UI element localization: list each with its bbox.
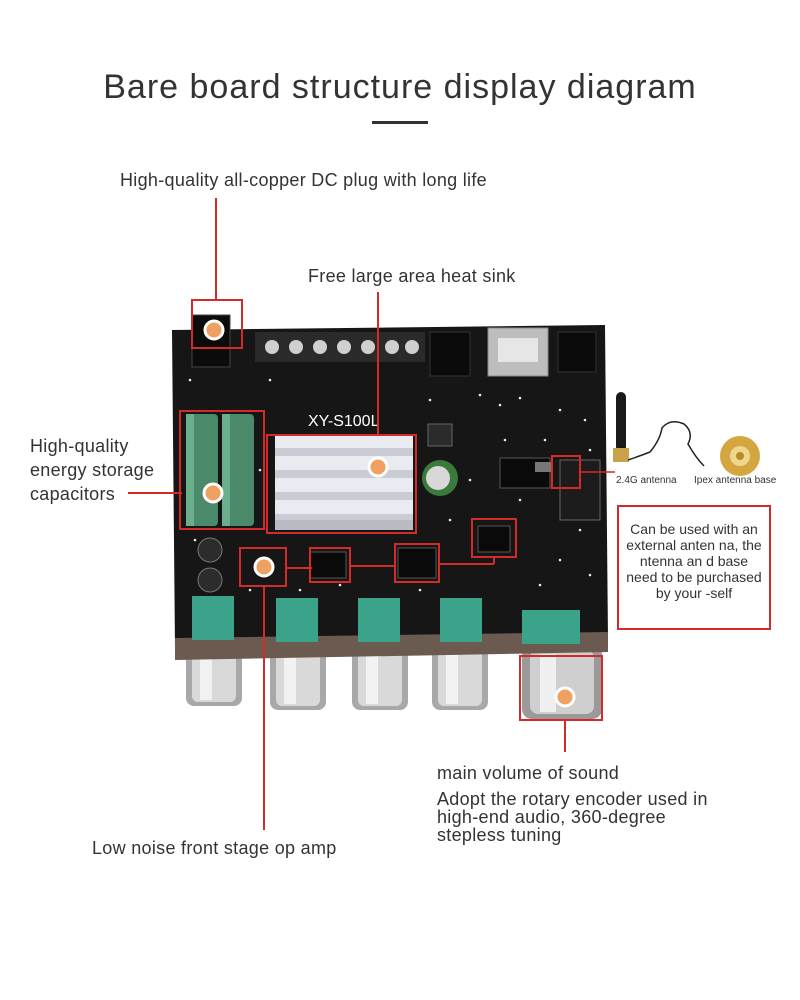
knobs bbox=[186, 640, 602, 719]
volume-desc-label: Adopt the rotary encoder used in high-en… bbox=[437, 789, 708, 845]
volume-title-label: main volume of sound bbox=[437, 763, 620, 783]
heat-sink bbox=[275, 434, 413, 530]
capacitor-box bbox=[179, 410, 265, 530]
antenna-note: Can be used with an external anten na, t… bbox=[617, 505, 771, 630]
markers bbox=[202, 319, 576, 708]
volume-knob-box bbox=[519, 655, 603, 721]
antenna-caption: 2.4G antenna bbox=[616, 475, 677, 486]
ipex-caption: Ipex antenna base bbox=[694, 475, 777, 486]
antenna-illustration bbox=[613, 392, 760, 476]
heat-sink-box bbox=[266, 434, 417, 534]
leader-lines bbox=[128, 198, 615, 830]
dc-plug-label: High-quality all-copper DC plug with lon… bbox=[120, 170, 487, 190]
pcb-board bbox=[172, 314, 608, 660]
terminal-blocks bbox=[255, 332, 425, 362]
capacitors-label: High-quality energy storage capacitors bbox=[30, 436, 155, 504]
heat-sink-label: Free large area heat sink bbox=[308, 266, 516, 286]
title-underline bbox=[372, 121, 428, 124]
board-model-label: XY-S100L bbox=[308, 413, 380, 430]
potentiometers bbox=[192, 596, 580, 644]
page-title: Bare board structure display diagram bbox=[103, 68, 697, 106]
knob-4 bbox=[432, 640, 488, 710]
main-volume-knob bbox=[522, 645, 602, 719]
op-amp-label: Low noise front stage op amp bbox=[92, 838, 337, 858]
knob-3 bbox=[352, 640, 408, 710]
